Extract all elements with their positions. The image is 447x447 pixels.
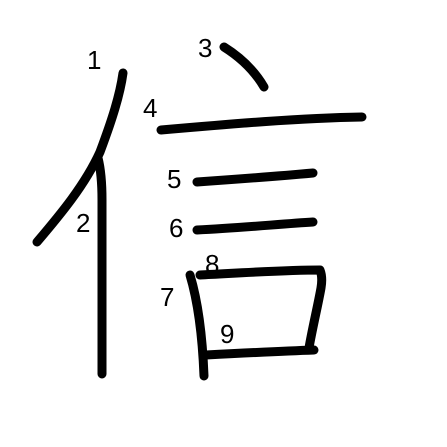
stroke-number-6: 6 [169, 213, 183, 243]
stroke-number-9: 9 [220, 319, 234, 349]
stroke-4 [156, 112, 367, 135]
stroke-5 [192, 168, 318, 187]
stroke-8 [195, 265, 327, 353]
stroke-7 [185, 270, 209, 381]
stroke-3 [219, 42, 269, 92]
stroke-number-8: 8 [205, 249, 219, 279]
stroke-6 [192, 217, 318, 235]
stroke-number-3: 3 [198, 33, 212, 63]
stroke-number-4: 4 [143, 93, 157, 123]
stroke-number-7: 7 [160, 282, 174, 312]
stroke-number-5: 5 [167, 164, 181, 194]
stroke-number-1: 1 [87, 45, 101, 75]
stroke-2 [93, 153, 107, 379]
stroke-1 [32, 68, 128, 247]
stroke-number-2: 2 [76, 208, 90, 238]
stroke-9 [201, 345, 319, 360]
